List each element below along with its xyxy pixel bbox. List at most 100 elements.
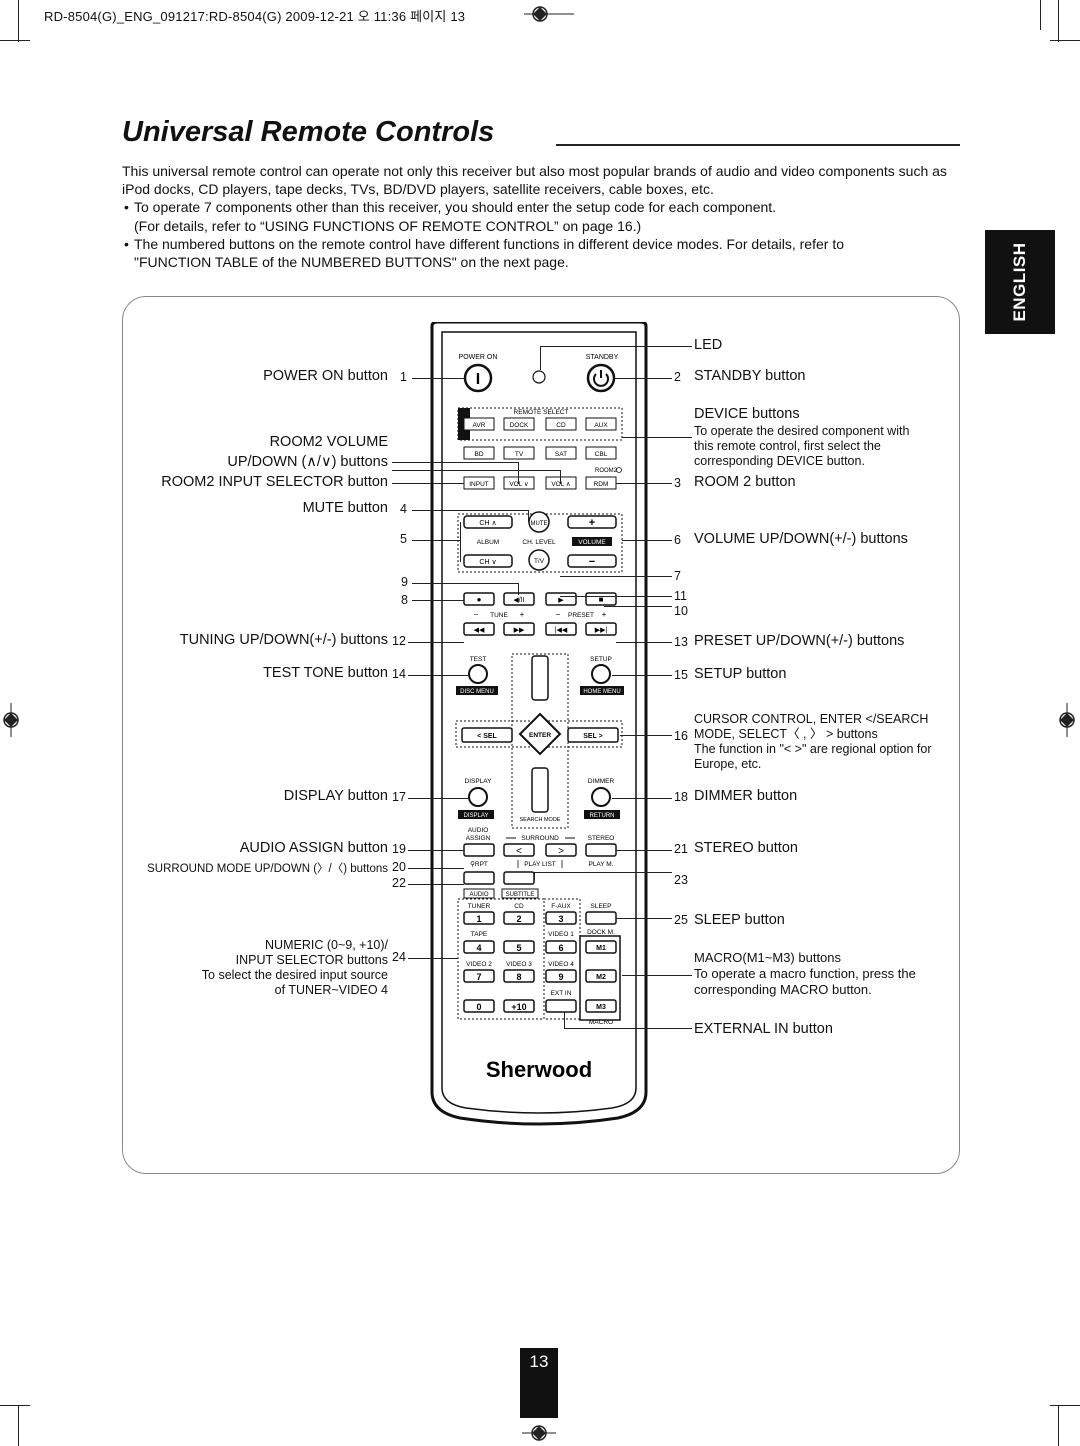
room2-vol-down-button[interactable]: VOL ∨ <box>503 476 535 490</box>
preset-up-button[interactable]: ▶▶| <box>585 622 617 636</box>
tuning-up-button[interactable]: ▶▶ <box>503 622 535 636</box>
callout-number-3: 3 <box>674 476 681 490</box>
mute-button[interactable]: MUTE <box>528 511 550 533</box>
leader-line <box>612 798 672 799</box>
tv-av-button[interactable]: T/V <box>528 549 550 571</box>
play-pause-button[interactable]: ◀/II <box>503 592 535 606</box>
svg-text:CD: CD <box>556 422 566 429</box>
device-button-sat[interactable]: SAT <box>545 446 577 460</box>
crop-mark <box>18 1405 19 1446</box>
crop-mark <box>0 1405 30 1406</box>
ch-up-button[interactable]: CH ∧ <box>463 515 513 529</box>
numeric-button-6[interactable]: 6 <box>545 940 577 954</box>
device-button-cd[interactable]: CD <box>545 417 577 431</box>
tune-minus-mark: − <box>474 610 479 619</box>
room2-vol-up-button[interactable]: VOL ∧ <box>545 476 577 490</box>
room2-button[interactable]: RDM <box>585 476 617 490</box>
cursor-down-button[interactable] <box>531 767 549 813</box>
external-in-button[interactable] <box>545 999 577 1013</box>
macro-description-1: To operate a macro function, press the <box>694 966 916 981</box>
disc-menu-caption: DISC MENU <box>460 689 494 695</box>
stop-button[interactable]: ■ <box>585 592 617 606</box>
play-list-button[interactable] <box>503 871 535 885</box>
device-button-bd[interactable]: BD <box>463 446 495 460</box>
numeric-button-3[interactable]: 3 <box>545 911 577 925</box>
volume-up-button[interactable]: + <box>567 515 617 529</box>
svg-text:1: 1 <box>476 914 481 924</box>
device-button-avr[interactable]: AVR <box>463 417 495 431</box>
audio-assign-button[interactable] <box>463 843 495 857</box>
label-numeric-2: INPUT SELECTOR buttons <box>235 953 388 967</box>
registration-mark-right <box>1059 703 1075 737</box>
svg-text:4: 4 <box>476 943 481 953</box>
numeric-button-0[interactable]: 0 <box>463 999 495 1013</box>
numeric-button-8[interactable]: 8 <box>503 969 535 983</box>
callout-number-16: 16 <box>674 729 688 743</box>
surround-down-button[interactable]: < <box>503 843 535 857</box>
svg-text:M2: M2 <box>596 974 606 981</box>
sleep-caption: SLEEP <box>591 903 612 910</box>
svg-text:6: 6 <box>558 943 563 953</box>
label-numeric-1: NUMERIC (0~9, +10)/ <box>265 938 388 952</box>
device-button-aux[interactable]: AUX <box>585 417 617 431</box>
remote-body-inner <box>441 331 637 1114</box>
standby-icon <box>593 373 609 387</box>
leader-line <box>540 346 692 347</box>
select-left-button[interactable]: < SEL <box>461 727 513 743</box>
macro-description-2: corresponding MACRO button. <box>694 982 872 997</box>
numeric-button-2[interactable]: 2 <box>503 911 535 925</box>
preset-down-button[interactable]: |◀◀ <box>545 622 577 636</box>
numeric-button-9[interactable]: 9 <box>545 969 577 983</box>
sleep-button[interactable] <box>585 911 617 925</box>
cursor-up-button[interactable] <box>531 655 549 701</box>
dimmer-button[interactable] <box>591 787 611 807</box>
enter-button[interactable]: ENTER <box>518 712 562 756</box>
label-room2-volume-1: ROOM2 VOLUME <box>269 434 388 450</box>
power-on-button[interactable]: I <box>463 363 493 393</box>
leader-line <box>560 470 561 484</box>
display-caption: DISPLAY <box>465 778 493 785</box>
callout-number-8: 8 <box>401 593 408 607</box>
macro-button-m1[interactable]: M1 <box>585 940 617 954</box>
numeric-button-7[interactable]: 7 <box>463 969 495 983</box>
select-right-button[interactable]: SEL > <box>567 727 619 743</box>
preset-minus-mark: − <box>556 610 561 619</box>
leader-line <box>534 872 535 880</box>
home-menu-caption: HOME MENU <box>583 689 620 695</box>
input-button[interactable]: INPUT <box>463 476 495 490</box>
leader-line <box>408 675 468 676</box>
video4-caption: VIDEO 4 <box>548 961 574 968</box>
display-button[interactable] <box>468 787 488 807</box>
svg-text:8: 8 <box>516 972 521 982</box>
stereo-button[interactable] <box>585 843 617 857</box>
crop-mark <box>1058 0 1059 42</box>
standby-button[interactable] <box>586 363 616 393</box>
tuning-down-button[interactable]: ◀◀ <box>463 622 495 636</box>
label-power-on: POWER ON button <box>263 368 388 384</box>
device-button-dock[interactable]: DOCK <box>503 417 535 431</box>
power-on-glyph: I <box>476 371 480 388</box>
macro-button-m3[interactable]: M3 <box>585 999 617 1013</box>
leader-line <box>564 1012 565 1028</box>
play-button[interactable]: ▶ <box>545 592 577 606</box>
callout-number-21: 21 <box>674 842 688 856</box>
ch-down-button[interactable]: CH ∨ <box>463 554 513 568</box>
record-button[interactable]: ● <box>463 592 495 606</box>
numeric-button-1[interactable]: 1 <box>463 911 495 925</box>
surround-mode-button[interactable] <box>463 871 495 885</box>
volume-caption: VOLUME <box>578 539 606 546</box>
svg-text:◀◀: ◀◀ <box>474 627 485 634</box>
dimmer-caption: DIMMER <box>588 778 615 785</box>
setup-button[interactable] <box>591 664 611 684</box>
device-button-cbl[interactable]: CBL <box>585 446 617 460</box>
macro-button-m2[interactable]: M2 <box>585 969 617 983</box>
callout-number-20: 20 <box>392 860 406 874</box>
numeric-button-plus10[interactable]: +10 <box>503 999 535 1013</box>
volume-down-button[interactable]: − <box>567 554 617 568</box>
device-button-tv[interactable]: TV <box>503 446 535 460</box>
numeric-button-4[interactable]: 4 <box>463 940 495 954</box>
test-tone-button[interactable] <box>468 664 488 684</box>
surround-up-button[interactable]: > <box>545 843 577 857</box>
leader-line <box>622 975 692 976</box>
numeric-button-5[interactable]: 5 <box>503 940 535 954</box>
